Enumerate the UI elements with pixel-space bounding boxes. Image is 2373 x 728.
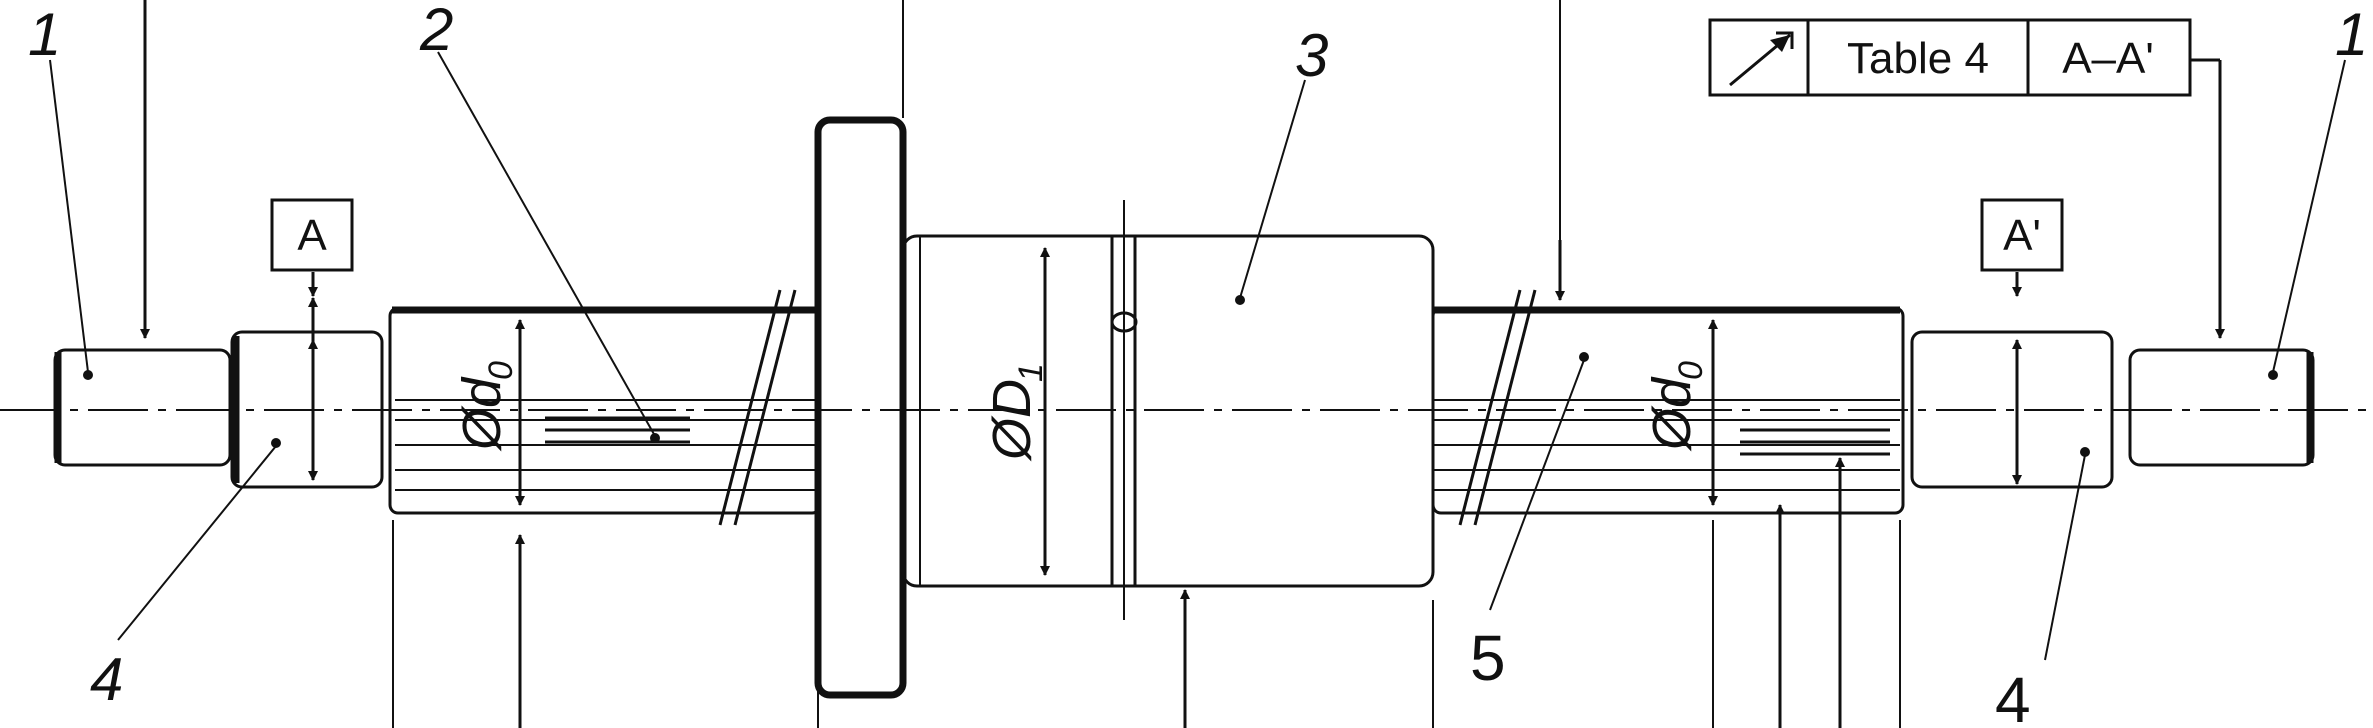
dimension-right-diameter: Ød 0 [1642, 361, 1710, 452]
part-label-4-left: 4 [90, 646, 123, 713]
datum-box-a [270, 198, 354, 272]
part-label-2: 2 [419, 0, 453, 63]
svg-text:0: 0 [482, 361, 520, 380]
part-label-5: 5 [1470, 622, 1506, 694]
svg-text:1: 1 [1012, 363, 1050, 382]
part-label-1-right: 1 [2335, 1, 2368, 68]
tolerance-frame: Table 4 A–A' [1708, 18, 2192, 97]
tolerance-table-ref: Table 4 [1847, 34, 1989, 83]
right-end-journal [2128, 348, 2315, 467]
svg-text:ØD: ØD [982, 379, 1042, 462]
left-end-journal [53, 348, 232, 467]
part-label-4-right: 4 [1995, 664, 2031, 728]
svg-text:Ød: Ød [452, 376, 512, 452]
part-label-1-left: 1 [28, 1, 61, 68]
runout-arrow-icon [1729, 31, 1794, 87]
datum-box-a-label: A [297, 211, 327, 260]
nut-flange [814, 116, 907, 699]
part-label-3: 3 [1295, 22, 1328, 89]
dimension-left-diameter: Ød 0 [452, 361, 520, 452]
svg-text:Ød: Ød [1642, 376, 1702, 452]
tolerance-datum-ref: A–A' [2062, 34, 2154, 83]
datum-box-a-prime [1980, 198, 2064, 272]
right-bearing-seat [1910, 330, 2114, 489]
left-bearing-seat [230, 330, 384, 489]
dimension-nut-diameter: ØD 1 [982, 363, 1050, 462]
datum-box-a-prime-label: A' [2003, 211, 2041, 260]
svg-text:0: 0 [1672, 361, 1710, 380]
